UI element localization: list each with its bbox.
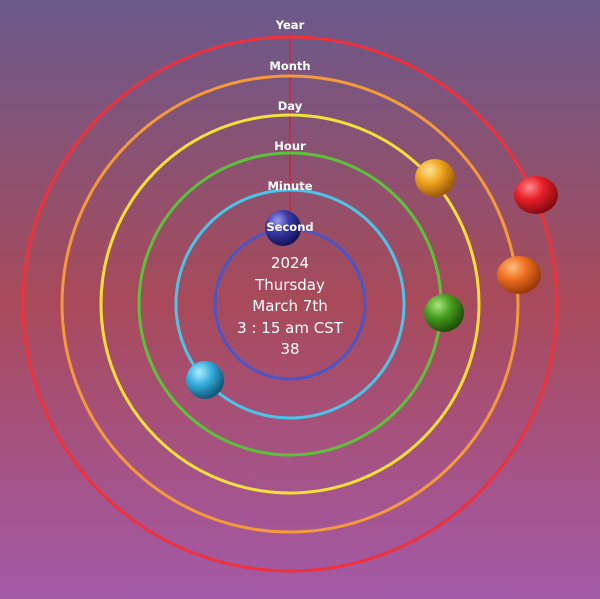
year-ring-label: Year bbox=[275, 18, 305, 32]
day-ring-label: Day bbox=[278, 99, 303, 113]
month-orbit-ring bbox=[60, 74, 520, 534]
year-planet bbox=[514, 176, 558, 214]
day-planet bbox=[415, 159, 455, 197]
second-ring-label: Second bbox=[266, 220, 313, 234]
date-readout: March 7th bbox=[252, 297, 328, 315]
minute-orbit-ring bbox=[174, 188, 406, 420]
time-readout: 3 : 15 am CST bbox=[237, 318, 343, 337]
month-ring-label: Month bbox=[269, 59, 310, 73]
month-planet bbox=[497, 256, 541, 294]
center-readout: 2024 Thursday March 7th 3 : 15 am CST 38 bbox=[215, 253, 365, 361]
hour-ring-label: Hour bbox=[274, 139, 306, 153]
year-readout: 2024 bbox=[270, 254, 310, 272]
seconds-readout: 38 bbox=[280, 340, 300, 358]
hour-planet bbox=[424, 294, 464, 332]
minute-planet bbox=[186, 361, 224, 399]
day-orbit-ring bbox=[99, 113, 481, 495]
weekday-readout: Thursday bbox=[255, 275, 325, 294]
second-planet bbox=[265, 210, 301, 246]
minute-ring-label: Minute bbox=[267, 179, 312, 193]
year-orbit-ring bbox=[21, 35, 559, 573]
